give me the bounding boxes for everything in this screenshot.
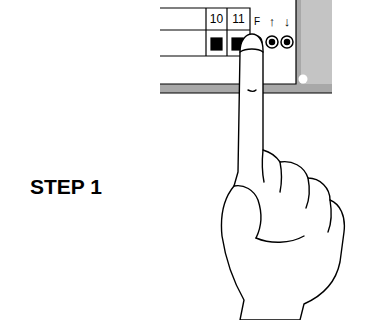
pressing-hand: [222, 34, 345, 320]
button-label: ↑: [269, 15, 276, 28]
button-label: F: [254, 17, 260, 27]
terminal-block: [160, 8, 250, 56]
button-label: ↓: [284, 15, 291, 28]
terminal-number: 10: [210, 13, 223, 25]
step-heading: STEP 1: [30, 176, 102, 197]
terminal-number: 11: [232, 13, 244, 25]
